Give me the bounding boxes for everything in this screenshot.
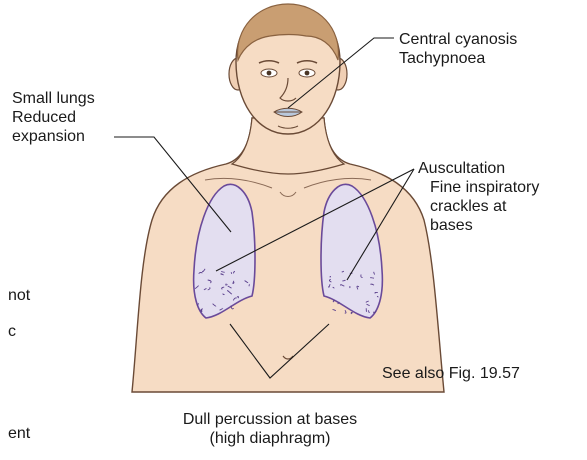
auscultation-label-line1: Fine inspiratory: [418, 178, 539, 197]
small-lungs-label: Small lungs Reduced expansion: [12, 89, 95, 146]
small-lungs-label-line2: Reduced: [12, 108, 95, 127]
small-lungs-label-line1: Small lungs: [12, 89, 95, 108]
right-pupil: [305, 71, 310, 76]
percussion-label: Dull percussion at bases (high diaphragm…: [142, 410, 398, 448]
see-also-text: See also Fig. 19.57: [382, 364, 520, 383]
auscultation-label-title: Auscultation: [418, 159, 539, 178]
cropped-text-fragment-2: c: [8, 322, 16, 341]
right-crackle-mark: [330, 276, 331, 277]
auscultation-label-line3: bases: [418, 216, 539, 235]
cyanosis-label: Central cyanosis Tachypnoea: [399, 30, 517, 68]
auscultation-label: Auscultation Fine inspiratory crackles a…: [418, 159, 539, 235]
right-crackle-mark: [366, 308, 367, 311]
percussion-label-line1: Dull percussion at bases: [142, 410, 398, 429]
cyanosis-label-line2: Tachypnoea: [399, 49, 517, 68]
cropped-text-fragment-3: ent: [8, 424, 30, 443]
cropped-text-fragment-1: not: [8, 286, 30, 305]
left-pupil: [267, 71, 272, 76]
see-also-note: See also Fig. 19.57: [382, 364, 520, 383]
cyanosis-label-line1: Central cyanosis: [399, 30, 517, 49]
small-lungs-label-line3: expansion: [12, 127, 95, 146]
percussion-label-line2: (high diaphragm): [142, 429, 398, 448]
left-crackle-mark: [249, 284, 250, 286]
auscultation-label-line2: crackles at: [418, 197, 539, 216]
